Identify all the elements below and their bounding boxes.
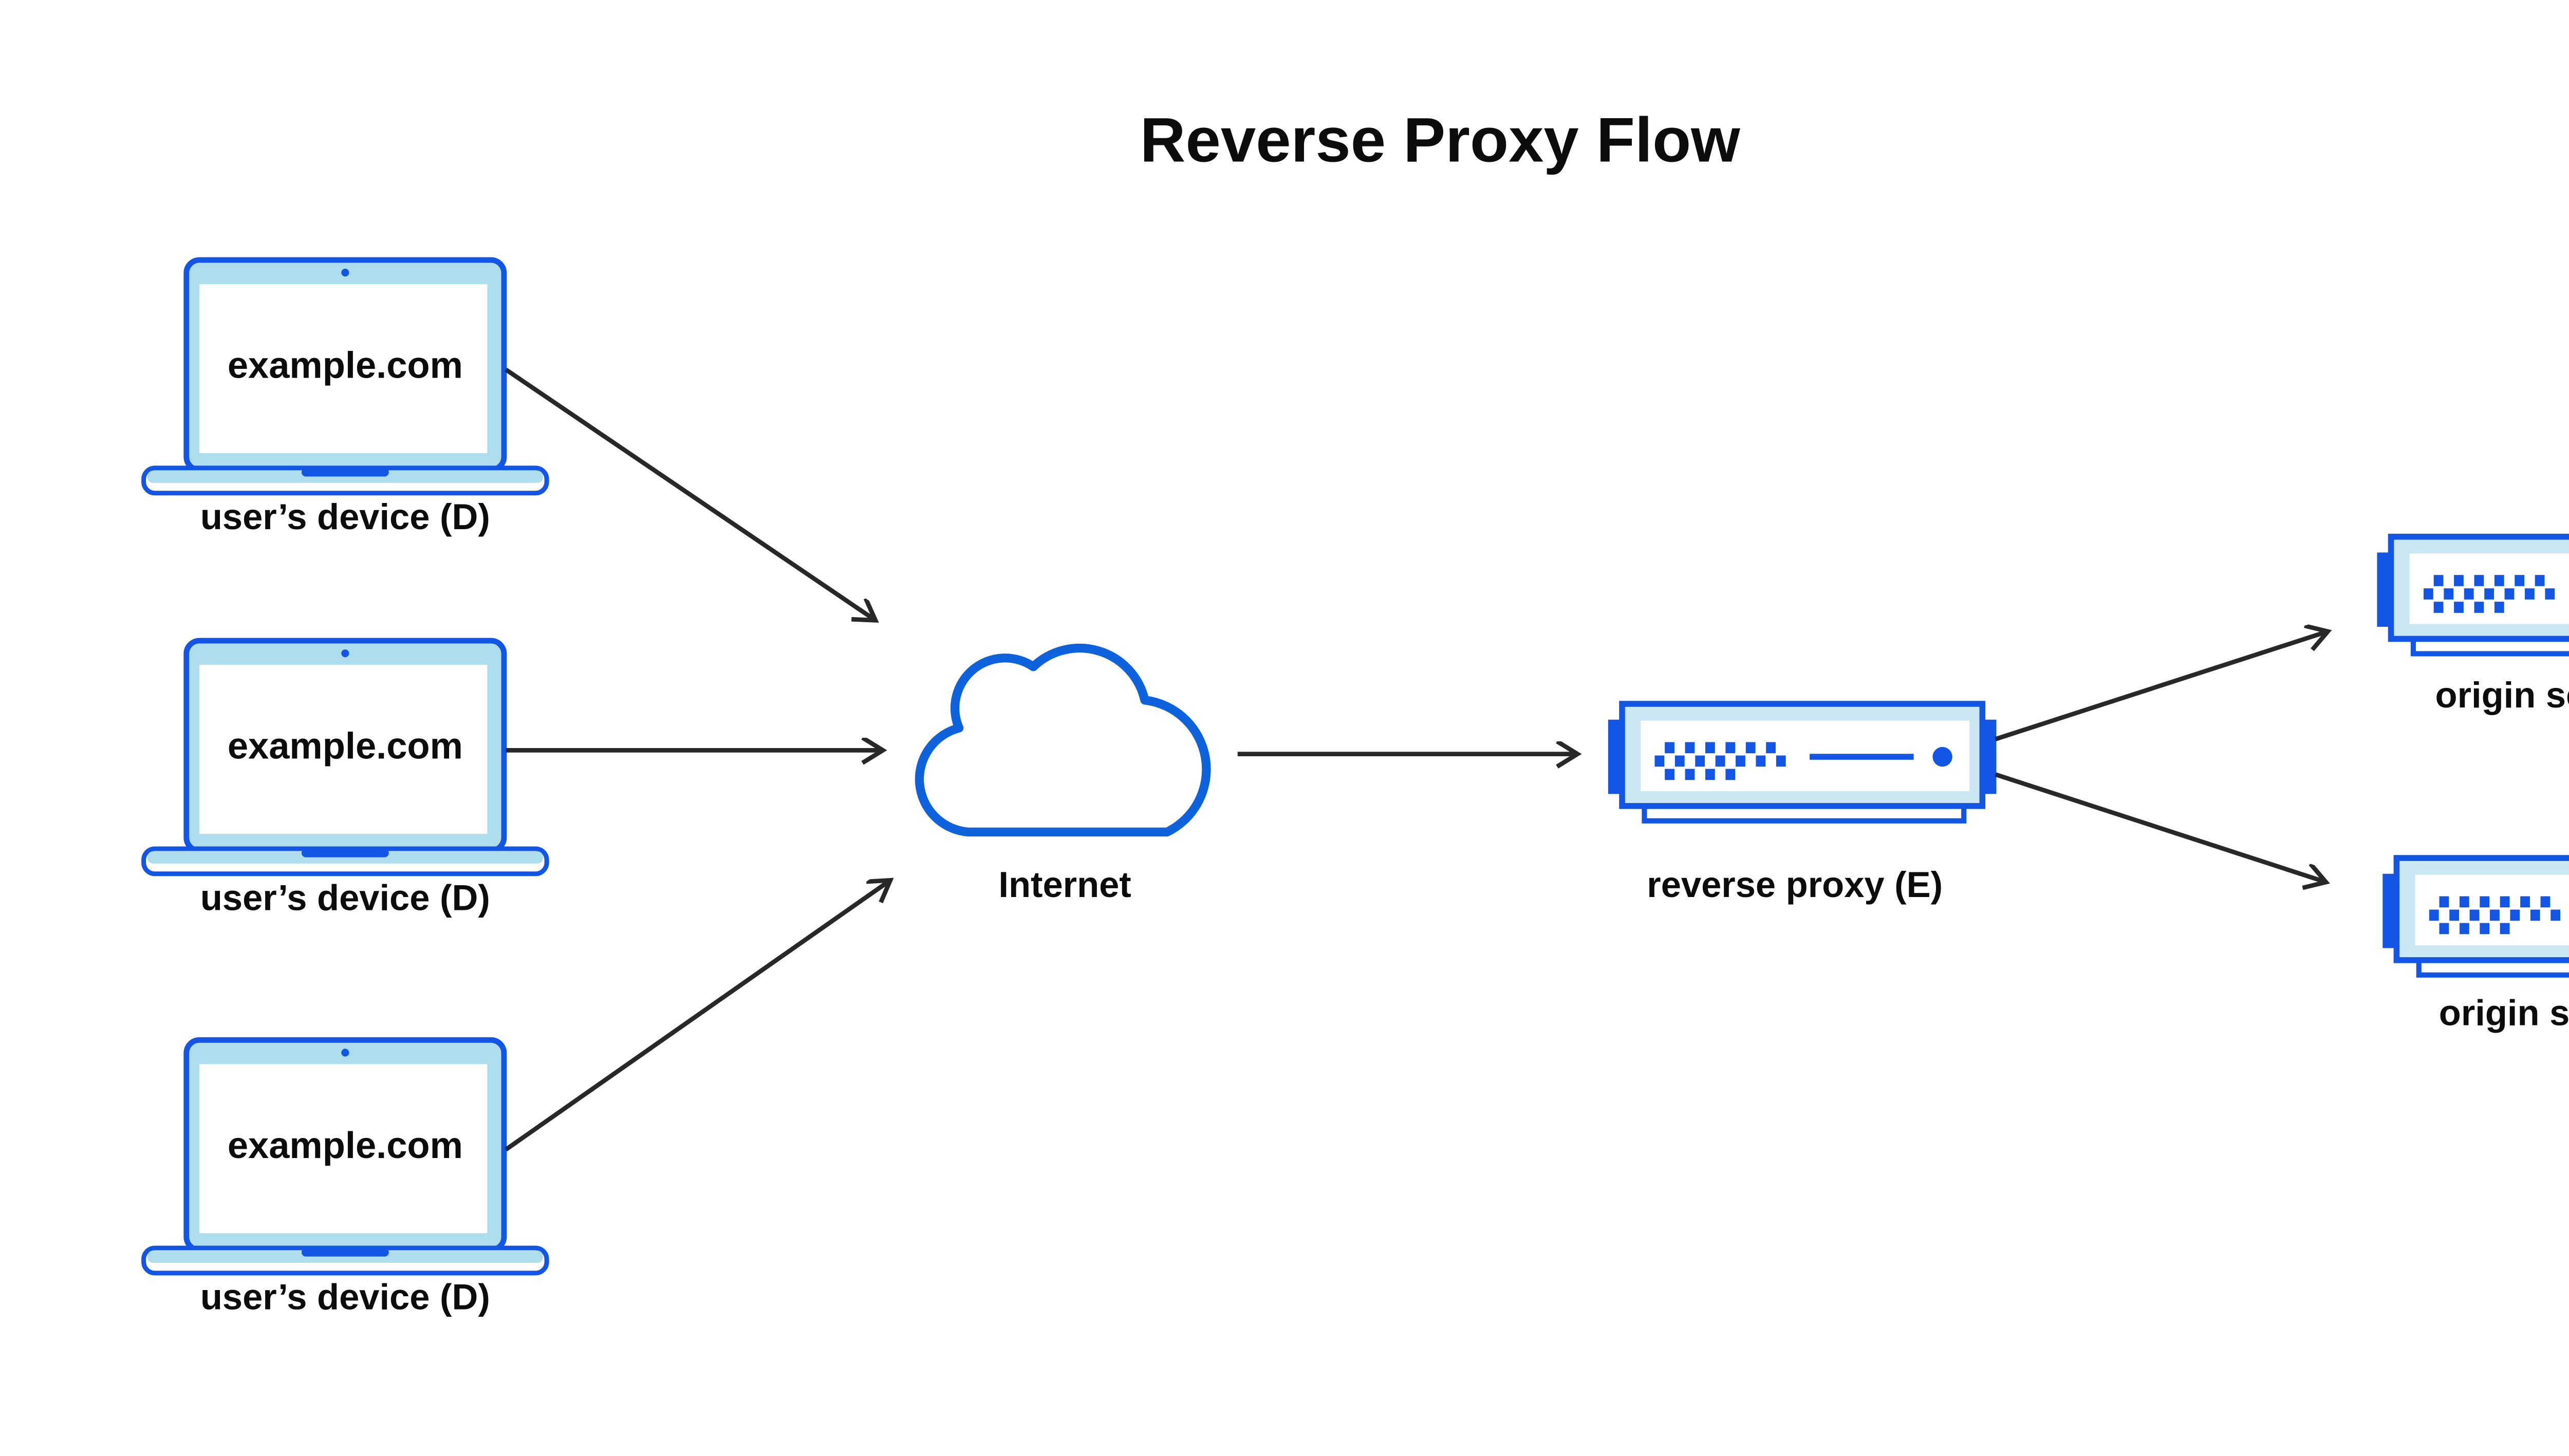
user-device-3-label: user’s device (D) (200, 1276, 490, 1317)
arrow-device3-to-internet (505, 880, 890, 1152)
user-device-1-label: user’s device (D) (200, 496, 490, 537)
arrow-device1-to-internet (505, 367, 876, 620)
origin-server-1-node: origin server (F) (2377, 537, 2569, 715)
user-device-2-label: user’s device (D) (200, 877, 490, 918)
origin-server-1-icon (2377, 537, 2569, 654)
reverse-proxy-label: reverse proxy (E) (1647, 864, 1943, 905)
reverse-proxy-server-icon (1608, 704, 1996, 821)
internet-label: Internet (998, 864, 1131, 905)
diagram-title: Reverse Proxy Flow (1140, 105, 1740, 175)
arrow-proxy-to-origin1 (1995, 631, 2328, 741)
origin-server-1-label: origin server (F) (2435, 675, 2569, 715)
origin-server-2-node: origin server (F) (2382, 858, 2569, 1033)
arrow-proxy-to-origin2 (1995, 772, 2326, 882)
user-device-1-screen-text: example.com (228, 345, 463, 386)
user-device-3-screen-text: example.com (228, 1125, 463, 1166)
reverse-proxy-node: reverse proxy (E) (1608, 704, 1996, 905)
origin-server-2-label: origin server (F) (2439, 992, 2569, 1033)
origin-server-2-icon (2382, 858, 2569, 975)
user-device-2-screen-text: example.com (228, 726, 463, 767)
cloud-icon (915, 643, 1211, 837)
internet-node: Internet (915, 643, 1211, 905)
